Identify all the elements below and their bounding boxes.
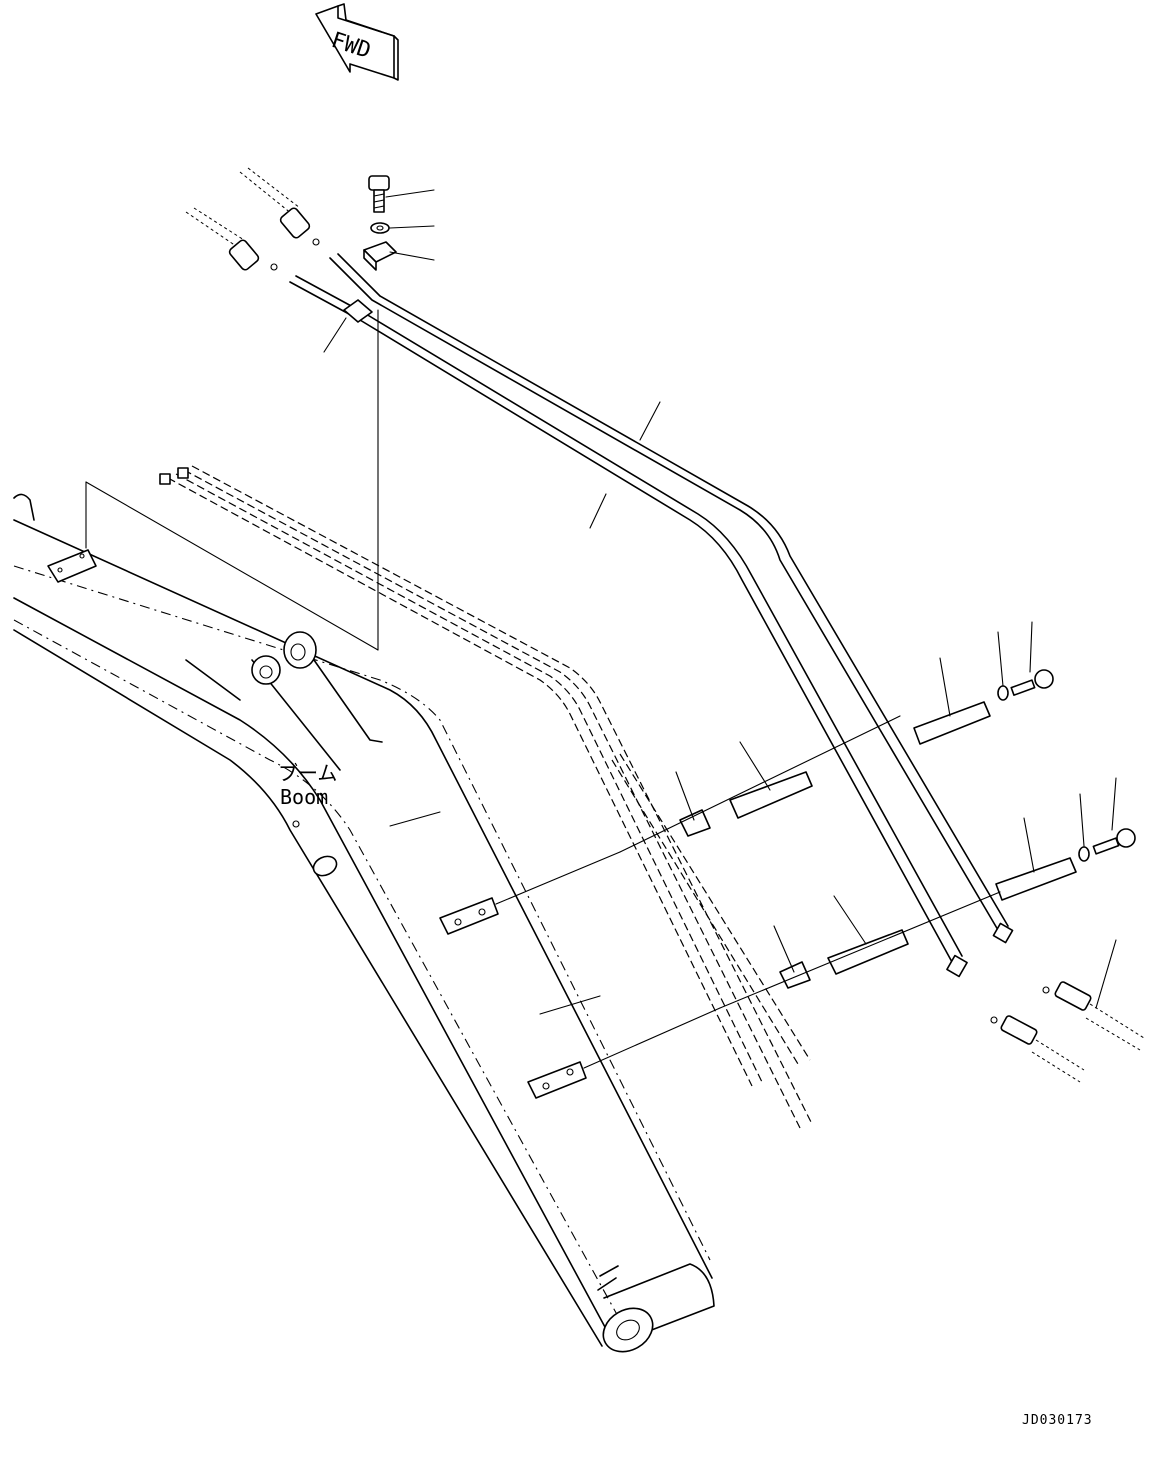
boom-mount-plate-lower <box>527 891 1001 1099</box>
hose-end-upper <box>185 167 320 271</box>
boom-bracket <box>47 481 383 771</box>
hidden-hoses <box>159 465 813 1129</box>
clamp-lower-right <box>995 777 1136 901</box>
washer-icon <box>370 222 435 234</box>
hose-end-lower <box>990 939 1145 1083</box>
clamp-plate-icon <box>363 241 435 271</box>
bolt-icon <box>368 175 435 213</box>
boom-body <box>13 493 715 1353</box>
boom-label-en: Boom <box>280 785 328 809</box>
fwd-arrow-icon: FWD <box>315 3 399 81</box>
pipe-lower <box>289 275 968 978</box>
clamp-middle-upper <box>619 715 901 853</box>
clamp-middle-lower <box>773 895 909 989</box>
pipe-upper <box>329 253 1014 944</box>
boom-mount-plate-upper <box>439 851 621 935</box>
boom-label-jp: ブーム <box>278 761 337 785</box>
clamp-upper-right <box>913 621 1054 745</box>
drawing-code: JD030173 <box>1022 1413 1093 1428</box>
